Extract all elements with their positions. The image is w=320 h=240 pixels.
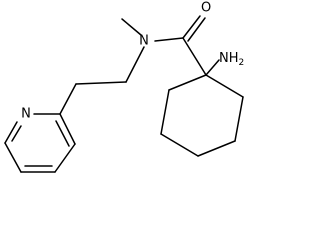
bond-layer — [4, 15, 244, 173]
amide-nitrogen-atom-label: N — [139, 34, 149, 49]
ethyl-chain-bond — [75, 81, 127, 85]
pyridine-bond-c5-c6 — [4, 142, 22, 173]
structure-diagram: O N NH2 N — [4, 1, 244, 173]
amino-bond — [205, 59, 220, 76]
n-methyl-bond — [121, 18, 142, 36]
cyclohexane-bond-6 — [205, 74, 244, 98]
atom-label-layer: O N NH2 N — [21, 1, 244, 122]
carbonyl-to-ring-bond — [182, 37, 207, 76]
carbonyl-double-bond-1 — [182, 15, 201, 39]
pyridine-bond-c3-c4 — [54, 143, 76, 173]
amide-bond — [154, 37, 184, 42]
carbonyl-double-bond-2 — [187, 17, 206, 42]
chain-to-pyridine-bond — [59, 83, 77, 115]
cyclohexane-bond-5 — [234, 96, 244, 142]
pyridine-inner-c2-c3 — [55, 120, 70, 147]
cyclohexane-bond-4 — [197, 140, 236, 157]
amino-h-letter: H — [229, 51, 239, 66]
pyridine-inner-c6-n — [11, 125, 22, 142]
amino-group-label: NH2 — [219, 51, 244, 68]
amino-n-letter: N — [219, 51, 229, 66]
n-ethyl-bond — [125, 46, 145, 83]
cyclohexane-bond-1 — [168, 74, 207, 91]
oxygen-atom-label: O — [201, 1, 211, 16]
cyclohexane-bond-3 — [160, 133, 199, 157]
amino-subscript: 2 — [239, 58, 245, 68]
pyridine-nitrogen-atom-label: N — [21, 107, 31, 122]
pyridine-bond-c2-c3 — [59, 113, 76, 145]
cyclohexane-bond-2 — [160, 89, 170, 135]
pyridine-bond-c6-n — [4, 121, 18, 144]
